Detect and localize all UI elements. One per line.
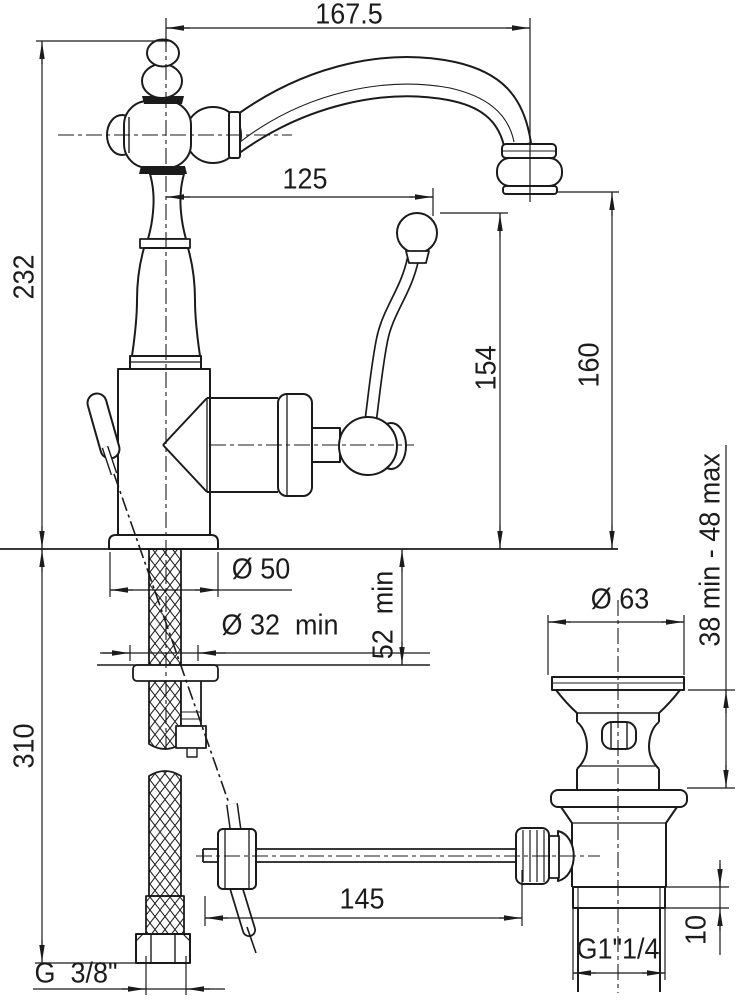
dim-label-height-below-deck: 310 [8,723,41,769]
popup-rod-group [86,392,233,813]
dim-label-waste-flange-diameter: Ø 63 [590,583,650,616]
dimension-lines-group [33,18,735,995]
dim-label-hole-diameter: Ø 32 min [221,609,339,642]
dim-label-spout-height: 160 [573,342,606,388]
centerlines-group [58,36,619,993]
dim-label-deck-thickness: 52 min [367,570,400,660]
dim-label-supply-thread: G 3/8" [34,957,118,990]
dim-label-waste-thread-length: 10 [680,914,713,946]
dim-label-base-diameter: Ø 50 [231,553,291,586]
drain-assembly-group [515,676,688,992]
dim-label-spout-reach: 167.5 [315,0,383,31]
dim-label-waste-thread: G1"1/4 [576,933,660,966]
dim-label-handle-height: 154 [470,345,503,391]
dim-label-rod-length: 145 [339,883,385,916]
dim-label-height-above-deck: 232 [8,254,41,300]
dim-label-clamp-range: 38 min - 48 max [694,453,727,647]
faucet-body-group [106,38,563,550]
supply-hose-group [132,548,219,964]
popup-linkage-group [202,803,530,954]
dim-label-handle-reach: 125 [282,163,328,196]
